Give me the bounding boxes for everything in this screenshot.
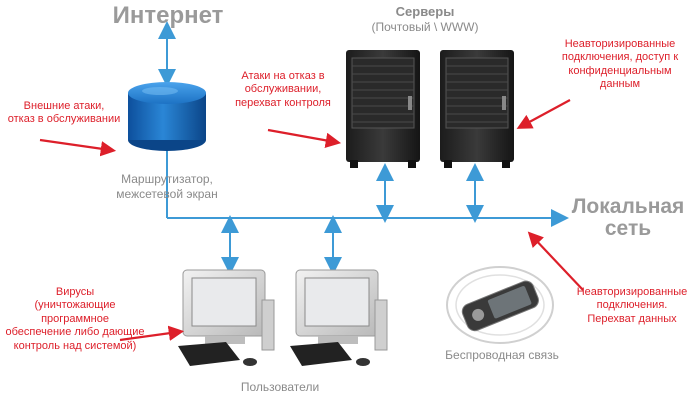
router-label: Маршрутизатор, межсетевой экран [116, 172, 218, 201]
computer-icon [178, 269, 275, 366]
users-label: Пользователи [240, 380, 320, 394]
threat-arrows [39, 99, 584, 342]
local-network-title: Локальная сеть [571, 195, 685, 241]
servers-title: Серверы [395, 4, 455, 19]
server-icon [346, 50, 420, 168]
computer-icon [290, 269, 388, 366]
threat-dos: Атаки на отказ в обслуживании, перехват … [235, 70, 331, 109]
server-icon [440, 50, 514, 168]
wireless-label: Беспроводная связь [445, 348, 559, 362]
wireless-threat-arrow [527, 231, 584, 291]
threat-unauth-servers: Неавторизированные подключения, доступ к… [561, 38, 679, 91]
threat-unauth-wireless: Неавторизированные подключения. Перехват… [576, 286, 688, 325]
network-links [158, 21, 569, 275]
pda-icon [446, 266, 554, 344]
dos-threat-arrow [267, 128, 342, 148]
threat-external: Внешние атаки, отказ в обслуживании [7, 100, 121, 126]
virus-threat-arrow [119, 325, 185, 342]
servers-subtitle: (Почтовый \ WWW) [371, 20, 479, 34]
router-cylinder-icon [128, 82, 206, 151]
internet-title: Интернет [112, 2, 224, 29]
external-threat-arrow [39, 138, 117, 157]
threat-viruses: Вирусы (уничтожающие программное обеспеч… [5, 286, 145, 352]
unauth-server-threat-arrow [516, 99, 571, 129]
